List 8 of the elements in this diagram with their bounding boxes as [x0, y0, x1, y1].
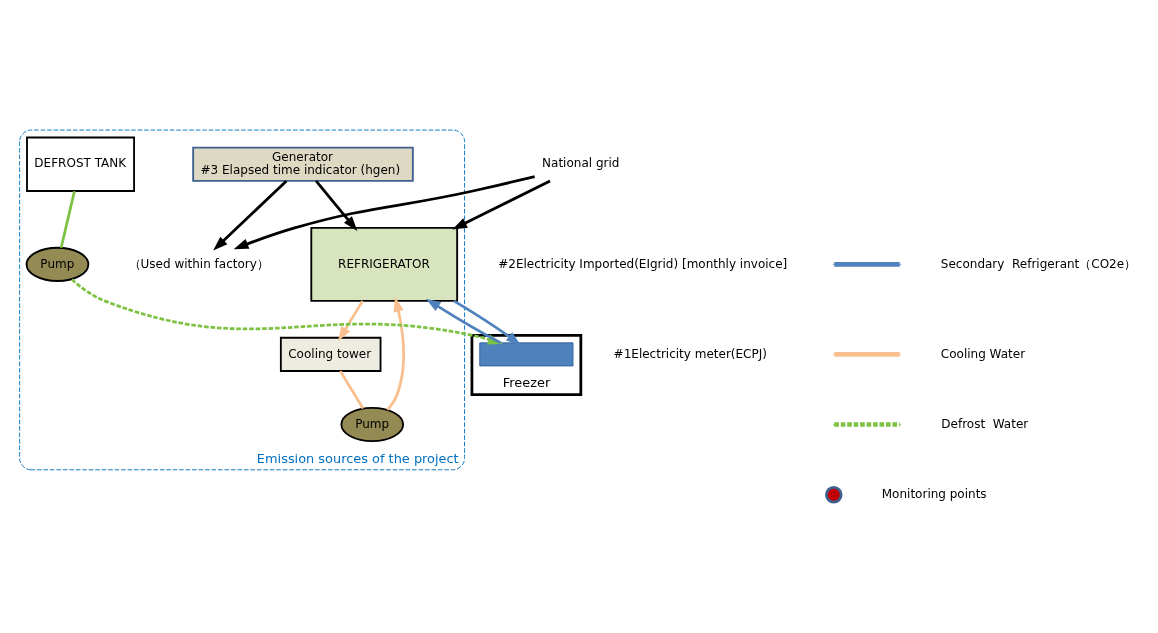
- node-text: National grid: [542, 155, 620, 170]
- legend-label: Defrost Water: [941, 416, 1029, 431]
- legend-label: Secondary Refrigerant（CO2e）: [940, 256, 1137, 271]
- legend-label: Monitoring points: [881, 486, 987, 501]
- node-text: （Used within factory）: [128, 256, 269, 271]
- legend-label: Cooling Water: [940, 346, 1026, 361]
- label: #1Electricity meter(ECPJ): [613, 346, 767, 361]
- label: #2Electricity Imported(EIgrid) [monthly invoice]: [498, 256, 788, 271]
